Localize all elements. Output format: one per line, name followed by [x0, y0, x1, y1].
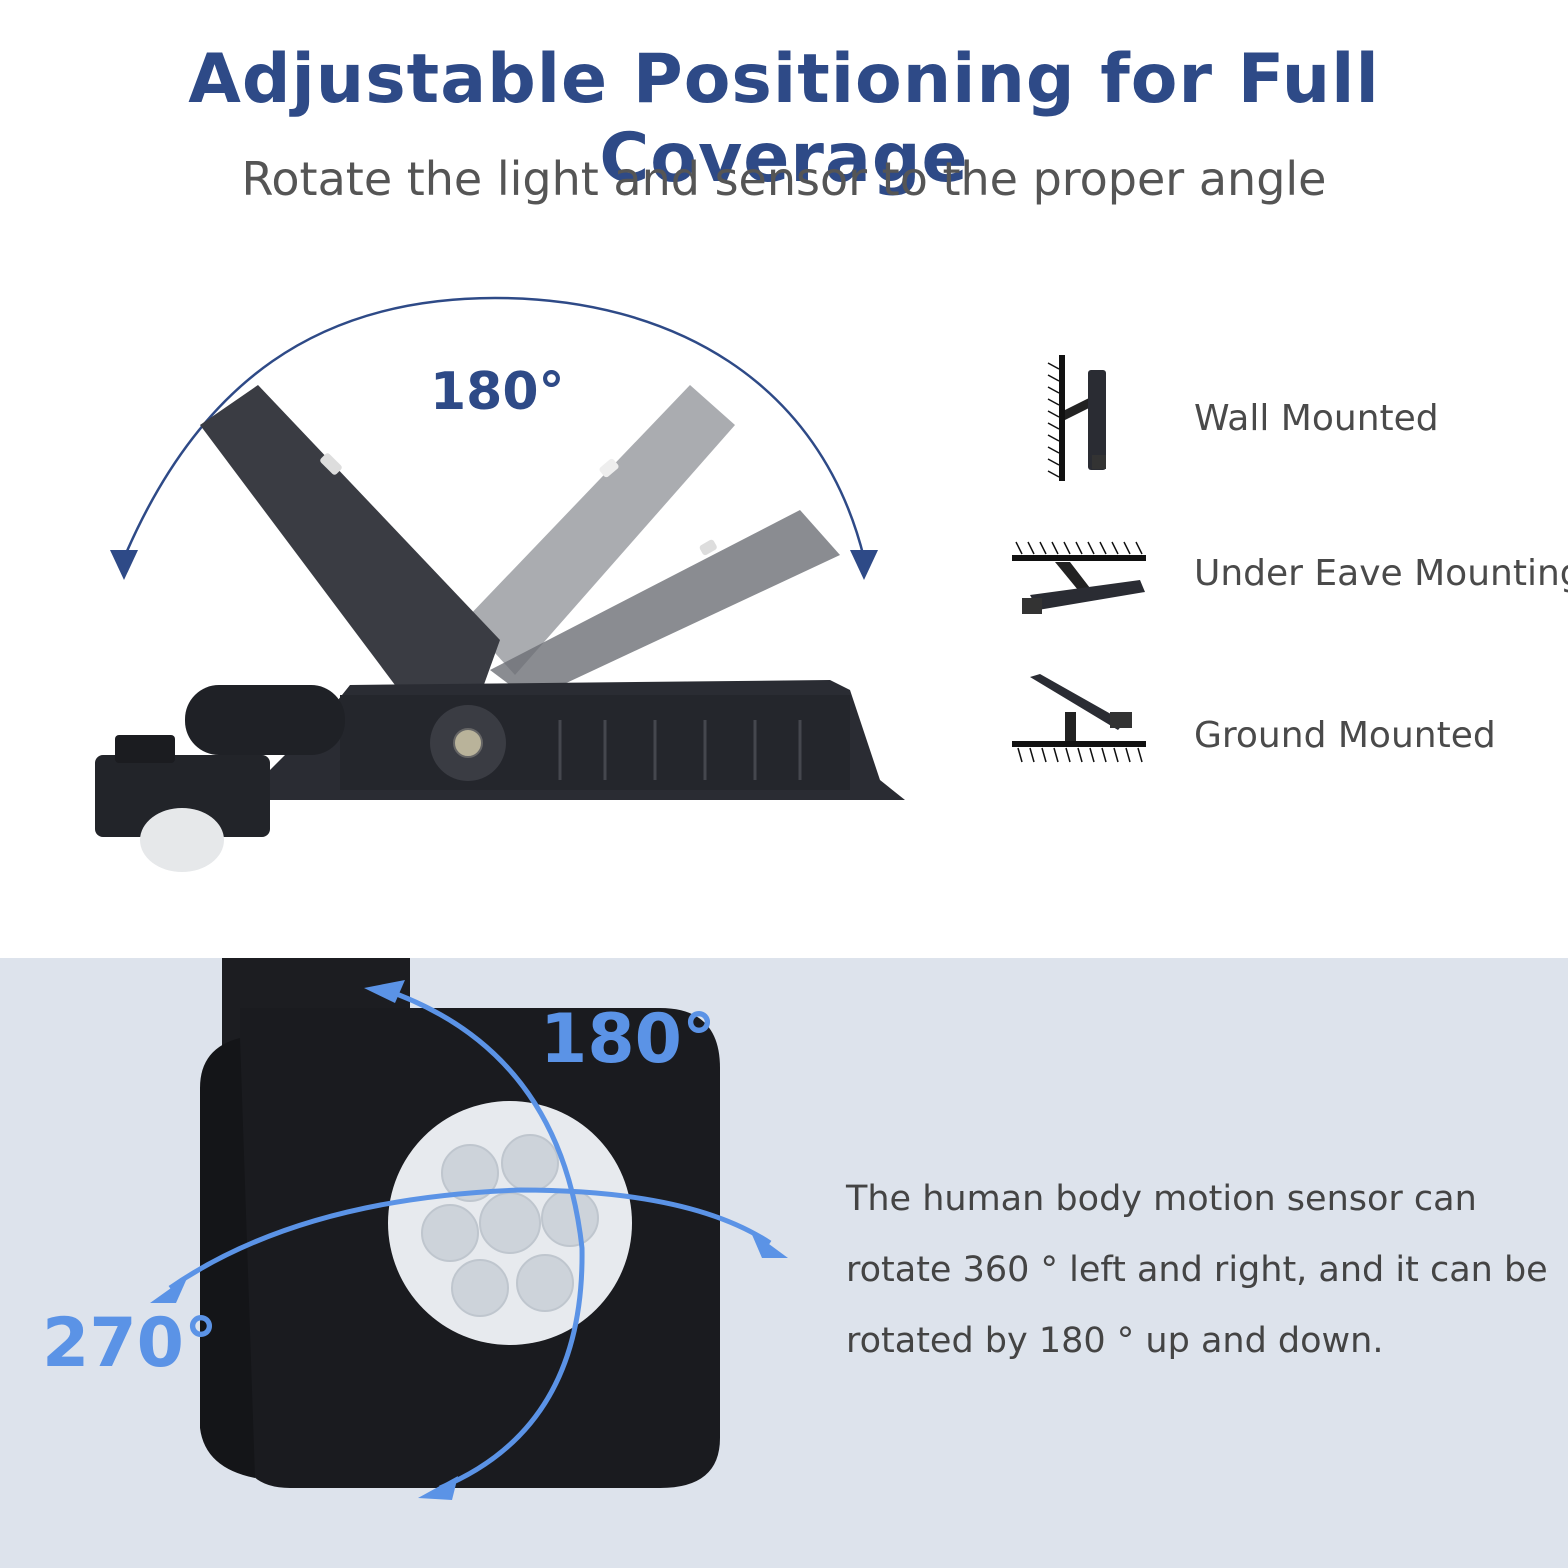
sensor-description: The human body motion sensor can rotate …	[846, 1164, 1548, 1377]
panel-ghost-1	[465, 385, 735, 675]
arc-arrow-right	[850, 550, 878, 580]
vertical-rotation-arrow	[379, 985, 585, 1491]
horizontal-rotation-label: 270°	[42, 1304, 218, 1383]
horizontal-rotation-arrow	[168, 1187, 772, 1291]
description-line: rotate 360 ° left and right, and it can …	[846, 1250, 1548, 1290]
description-line: The human body motion sensor can	[846, 1179, 1477, 1219]
under-eave-mount-icon	[1012, 541, 1146, 614]
floodlight-rotation-illustration	[95, 296, 905, 872]
ground-mount-icon	[1012, 674, 1146, 763]
arc-arrow-left	[110, 550, 138, 580]
motion-sensor-closeup	[150, 958, 788, 1500]
vertical-rotation-label: 180°	[540, 1000, 716, 1079]
rotation-arc	[122, 296, 866, 559]
mount-label-wall: Wall Mounted	[1194, 398, 1439, 439]
description-line: rotated by 180 ° up and down.	[846, 1321, 1384, 1361]
panel-main	[200, 385, 500, 765]
panel-ghost-2	[490, 510, 840, 700]
sensor-dome	[140, 808, 224, 872]
sensor-box	[95, 755, 270, 837]
page-subtitle: Rotate the light and sensor to the prope…	[241, 152, 1327, 206]
rotation-angle-label: 180°	[430, 362, 565, 422]
wall-mount-icon	[1047, 355, 1106, 481]
page-title: Adjustable Positioning for Full Coverage	[188, 40, 1380, 198]
sensor-arm	[185, 685, 345, 755]
mount-label-ground: Ground Mounted	[1194, 715, 1496, 756]
mount-label-under-eave: Under Eave Mounting	[1194, 553, 1568, 594]
